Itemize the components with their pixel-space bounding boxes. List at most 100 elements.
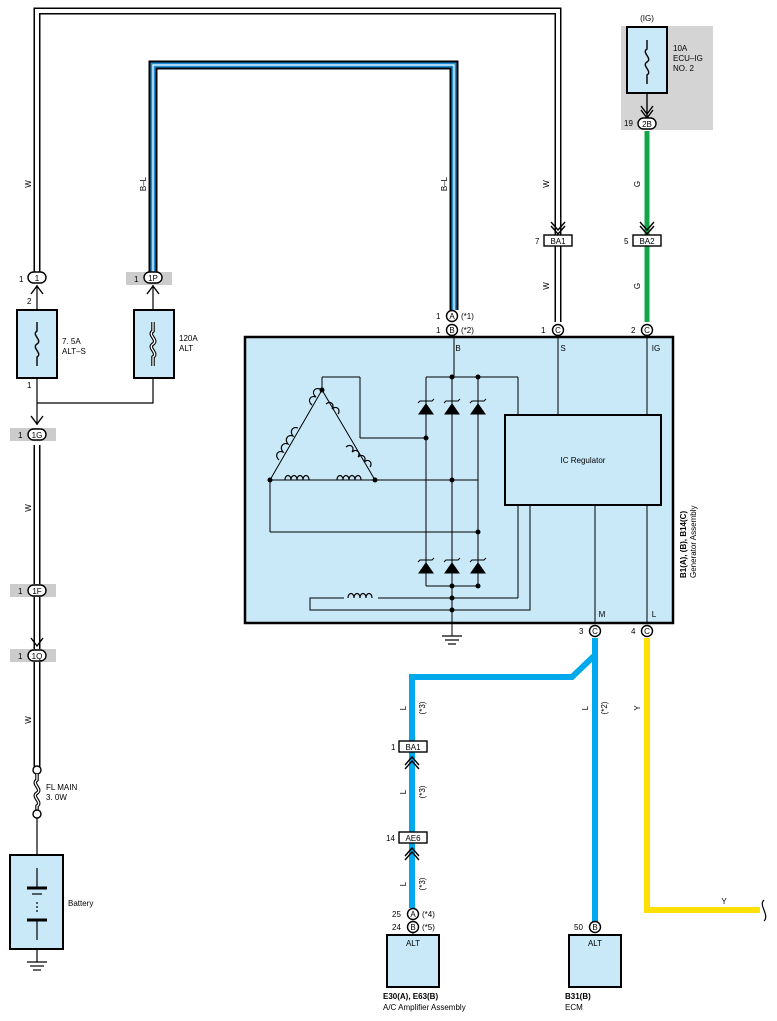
alt-s-pin-bottom: 1 bbox=[27, 381, 32, 390]
ac-a-label: A bbox=[410, 910, 416, 919]
wire-note: (*2) bbox=[600, 701, 609, 714]
alt-s-fuse-element bbox=[34, 322, 40, 366]
ground-icon bbox=[27, 961, 47, 971]
ig-label: (IG) bbox=[640, 14, 654, 23]
gen-b-label: B bbox=[449, 326, 454, 335]
bl-wire bbox=[148, 60, 459, 310]
gen-ig-pin: 2 bbox=[631, 326, 636, 335]
connector-1-label: 1 bbox=[35, 274, 40, 283]
wire-label: W bbox=[24, 504, 33, 512]
terminal-l: L bbox=[652, 610, 657, 619]
wire-note: (*3) bbox=[418, 701, 427, 714]
connector-ba2-label: BA2 bbox=[639, 237, 655, 246]
wire-label: Y bbox=[721, 897, 727, 906]
white-wire-s bbox=[33, 7, 562, 322]
connector-1 bbox=[27, 271, 47, 284]
ac-amplifier-name: A/C Amplifier Assembly bbox=[383, 1003, 466, 1012]
connector-1q bbox=[27, 649, 47, 662]
fl-main-rating: 3. 0W bbox=[46, 793, 67, 802]
gen-ig-label: C bbox=[644, 326, 650, 335]
ae6-double-arrow-icon bbox=[404, 846, 420, 861]
alt-rating: 120A bbox=[179, 334, 198, 343]
ba2-double-arrow-icon bbox=[639, 221, 655, 236]
alt-s-pin-top: 2 bbox=[27, 297, 32, 306]
gen-s-label: C bbox=[555, 326, 561, 335]
connector-ba2 bbox=[632, 234, 662, 247]
generator-ref: B1(A), (B), B14(C) bbox=[679, 511, 688, 578]
battery-label: Battery bbox=[68, 899, 93, 908]
connector-1g-label: 1G bbox=[32, 431, 43, 440]
connector-1g bbox=[27, 428, 47, 441]
ac-amplifier-box bbox=[386, 934, 440, 988]
ecu-ig-rating: 10A bbox=[673, 44, 688, 53]
wire-note: (*3) bbox=[418, 877, 427, 890]
ecm-box bbox=[568, 934, 622, 988]
junction-dots bbox=[267, 374, 481, 613]
connector-arrow-icon bbox=[30, 415, 44, 426]
gen-m-pin: 3 bbox=[579, 627, 584, 636]
wire-label: G bbox=[633, 283, 642, 289]
terminal-s: S bbox=[560, 344, 565, 353]
ba1-double-arrow-icon bbox=[550, 221, 566, 236]
ecu-ig-fuse-element bbox=[644, 40, 650, 84]
ac-a-note: (*4) bbox=[422, 910, 435, 919]
ic-regulator bbox=[504, 414, 662, 506]
fl-main-terminal bbox=[32, 809, 42, 819]
ic-regulator-label: IC Regulator bbox=[561, 456, 606, 465]
wire-label: W bbox=[542, 282, 551, 290]
connector-ba1-low bbox=[398, 740, 428, 753]
ac-amplifier-ref: E30(A), E63(B) bbox=[383, 992, 438, 1001]
terminal-m: M bbox=[599, 610, 606, 619]
stator-coil-icon bbox=[276, 388, 372, 481]
ecu-ig-name: ECU–IG bbox=[673, 54, 703, 63]
connector-gen-ig bbox=[640, 323, 654, 337]
wire-label: B–L bbox=[440, 176, 449, 191]
ac-b-label: B bbox=[410, 923, 415, 932]
ecm-connector-label: B bbox=[592, 923, 597, 932]
ba1-top-pin: 7 bbox=[535, 237, 540, 246]
connector-1f bbox=[27, 584, 47, 597]
ac-a-pin: 25 bbox=[392, 910, 401, 919]
connector-ac-b bbox=[406, 920, 420, 934]
ecu-ig-name-2: NO. 2 bbox=[673, 64, 694, 73]
ba1-low-pin: 1 bbox=[391, 743, 396, 752]
gen-m-label: C bbox=[592, 627, 598, 636]
wire-label: B–L bbox=[139, 176, 148, 191]
gen-s-pin: 1 bbox=[541, 326, 546, 335]
connector-1p bbox=[143, 271, 163, 284]
wire-continuation-icon bbox=[761, 899, 767, 922]
connector-ac-a bbox=[406, 907, 420, 921]
connector-gen-m bbox=[588, 624, 602, 638]
connector-1-pin: 1 bbox=[19, 275, 24, 284]
connector-1f-label: 1F bbox=[32, 587, 41, 596]
connector-1p-label: 1P bbox=[148, 274, 158, 283]
terminal-b: B bbox=[455, 344, 460, 353]
gen-b-note: (*2) bbox=[461, 326, 474, 335]
connector-ba1-top-label: BA1 bbox=[550, 237, 566, 246]
blue-wire-ac bbox=[409, 638, 598, 908]
ecm-box-label: ALT bbox=[588, 939, 602, 948]
ba2-pin: 5 bbox=[624, 237, 629, 246]
alt-name: ALT bbox=[179, 344, 193, 353]
yellow-wire bbox=[644, 638, 760, 913]
wire-label: L bbox=[399, 705, 408, 710]
connector-1f-pin: 1 bbox=[18, 587, 23, 596]
connector-1g-pin: 1 bbox=[18, 431, 23, 440]
gen-l-label: C bbox=[644, 627, 650, 636]
wire-label: L bbox=[581, 705, 590, 710]
connector-gen-s bbox=[551, 323, 565, 337]
fl-main-terminal bbox=[32, 765, 42, 775]
connector-arrow-icon bbox=[30, 637, 44, 648]
wire-label: W bbox=[24, 180, 33, 188]
ac-b-note: (*5) bbox=[422, 923, 435, 932]
alt-s-name: ALT–S bbox=[62, 347, 86, 356]
generator-name: Generator Assembly bbox=[689, 506, 698, 578]
gen-a-label: A bbox=[449, 312, 455, 321]
connector-1p-pin: 1 bbox=[134, 275, 139, 284]
gen-a-note: (*1) bbox=[461, 312, 474, 321]
ecm-name: ECM bbox=[565, 1003, 583, 1012]
connector-arrow-icon bbox=[146, 284, 160, 295]
ac-b-pin: 24 bbox=[392, 923, 401, 932]
gen-b-pin: 1 bbox=[436, 326, 441, 335]
